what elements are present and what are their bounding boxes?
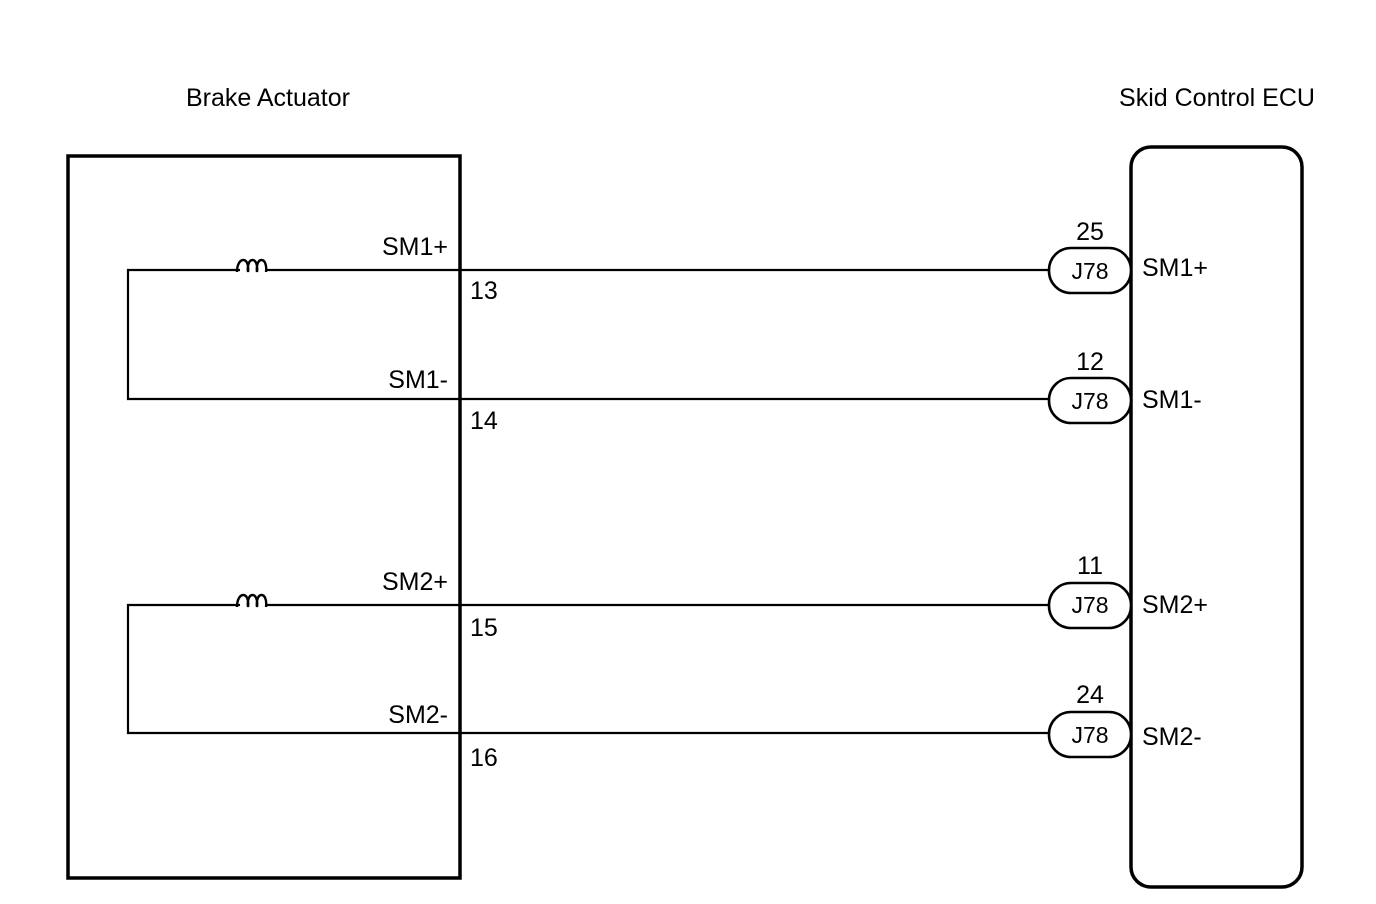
sm2-plus-ecu-label: SM2+ xyxy=(1142,591,1208,619)
sm1-plus-ecu-pin: 25 xyxy=(1076,218,1104,246)
sm2-minus-connector-label: J78 xyxy=(1071,722,1108,748)
sm1-minus-ecu-label: SM1- xyxy=(1142,386,1202,414)
skid-control-ecu-title: Skid Control ECU xyxy=(1119,84,1315,112)
sm1-plus-connector-label: J78 xyxy=(1071,258,1108,284)
sm2-plus-connector-label: J78 xyxy=(1071,592,1108,618)
sm1-plus-actuator-pin: 13 xyxy=(470,277,498,305)
sm1-minus-actuator-pin: 14 xyxy=(470,407,498,435)
sm1-motor-coil-icon xyxy=(235,258,268,273)
sm1-minus-actuator-label: SM1- xyxy=(388,366,448,394)
sm2-minus-ecu-pin: 24 xyxy=(1076,681,1104,709)
brake-actuator-box xyxy=(66,154,462,880)
sm1-minus-connector xyxy=(1047,376,1133,425)
sm1-plus-connector xyxy=(1047,246,1133,295)
circuit-sm1: SM1+ 13 SM1- 14 25 J78 SM1+ 12 J78 SM1- xyxy=(126,218,1208,435)
sm2-plus-actuator-label: SM2+ xyxy=(382,568,448,596)
sm2-plus-actuator-pin: 15 xyxy=(470,614,498,642)
sm1-plus-ecu-label: SM1+ xyxy=(1142,254,1208,282)
circuit-sm2: SM2+ 15 SM2- 16 11 J78 SM2+ 24 J78 SM2- xyxy=(126,552,1208,772)
sm1-minus-connector-label: J78 xyxy=(1071,388,1108,414)
sm2-plus-ecu-pin: 11 xyxy=(1077,552,1103,580)
sm2-minus-connector xyxy=(1047,710,1133,759)
sm2-minus-actuator-pin: 16 xyxy=(470,744,498,772)
brake-actuator-title: Brake Actuator xyxy=(186,84,350,112)
sm1-minus-ecu-pin: 12 xyxy=(1076,348,1104,376)
sm2-internal-loop-wire xyxy=(126,603,460,735)
sm1-plus-actuator-label: SM1+ xyxy=(382,233,448,261)
sm2-plus-connector xyxy=(1047,581,1133,630)
sm2-minus-actuator-label: SM2- xyxy=(388,701,448,729)
skid-control-ecu-box xyxy=(1129,145,1304,889)
sm1-internal-loop-wire xyxy=(126,268,460,401)
sm2-minus-ecu-label: SM2- xyxy=(1142,723,1202,751)
sm2-motor-coil-icon xyxy=(235,593,268,608)
